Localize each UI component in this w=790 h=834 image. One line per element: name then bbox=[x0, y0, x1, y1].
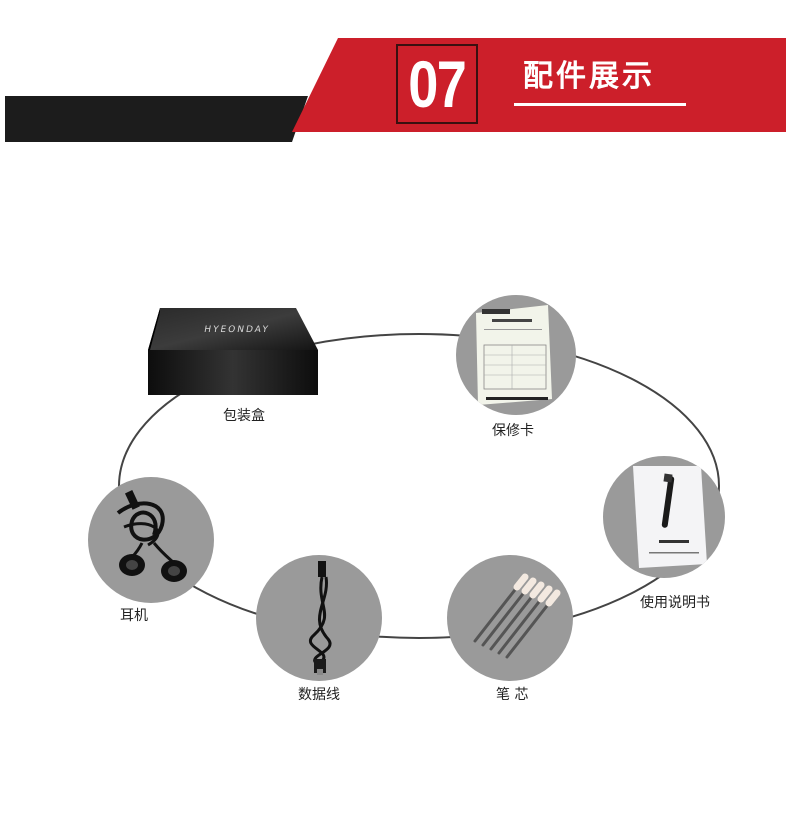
earphones-image bbox=[88, 477, 214, 603]
section-number: 07 bbox=[408, 47, 468, 121]
section-title: 配件展示 bbox=[523, 59, 655, 94]
accessory-label: 保修卡 bbox=[492, 423, 534, 439]
accessory-label: 笔 芯 bbox=[496, 687, 529, 703]
box-brand-text: HYEONDAY bbox=[203, 325, 271, 335]
pen-refill-image bbox=[447, 555, 573, 681]
section-number-box: 07 bbox=[396, 44, 478, 124]
header-bars bbox=[5, 38, 786, 142]
section-header: 07 配件展示 bbox=[0, 0, 790, 150]
accessory-label: 包装盒 bbox=[223, 408, 265, 424]
accessory-label: 数据线 bbox=[298, 687, 340, 703]
manual-image bbox=[603, 456, 725, 578]
data-cable-image bbox=[256, 555, 382, 681]
red-banner bbox=[292, 38, 786, 132]
accessory-label: 使用说明书 bbox=[640, 595, 710, 611]
warranty-card-image bbox=[456, 295, 576, 415]
title-underline bbox=[514, 103, 686, 106]
dark-bar bbox=[5, 96, 308, 142]
accessory-label: 耳机 bbox=[120, 608, 148, 624]
